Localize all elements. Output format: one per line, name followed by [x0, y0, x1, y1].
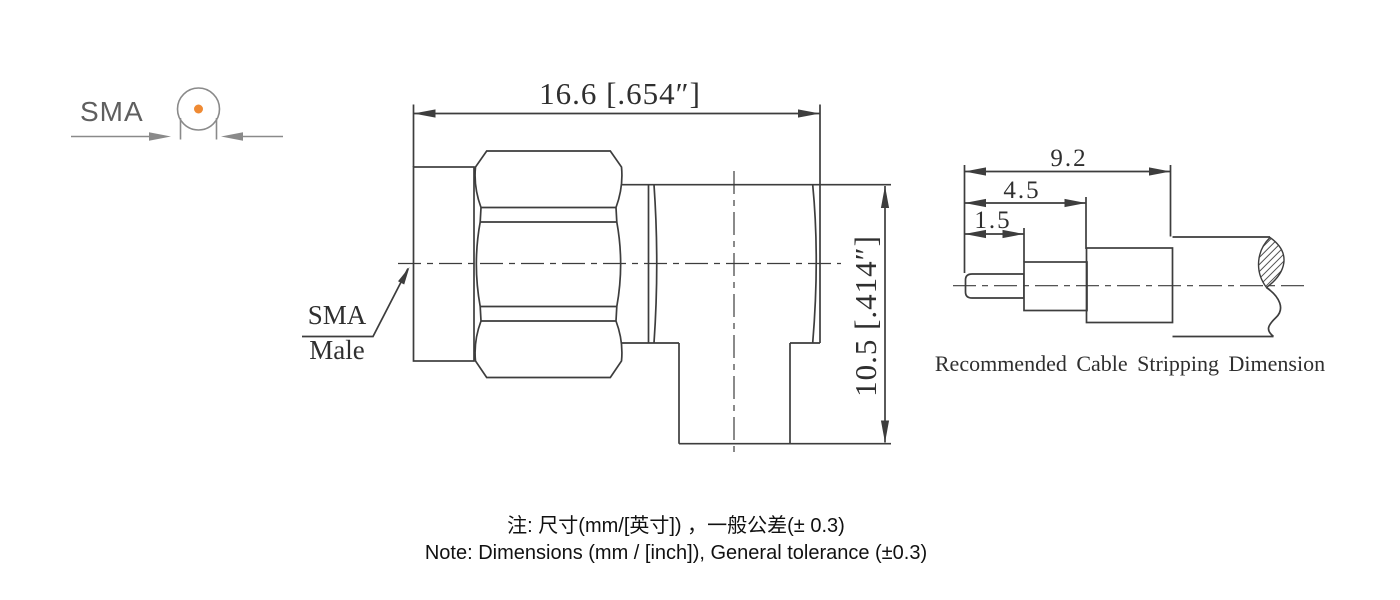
- jacket-break-curve: [1266, 286, 1282, 338]
- right-angle-leg: [678, 343, 891, 445]
- cable-jacket: [1172, 236, 1274, 338]
- note-line-en: Note: Dimensions (mm / [inch]), General …: [424, 542, 928, 564]
- dim-arrow-icon: [880, 420, 890, 443]
- cable-end-circle: [176, 87, 221, 131]
- jacket-break-hatch: [1257, 236, 1285, 289]
- dim-arrow-icon: [964, 167, 986, 176]
- part-label: SMA Male: [300, 298, 374, 368]
- dim-arrow-icon: [1002, 229, 1024, 239]
- front-view-drawing: [71, 87, 283, 141]
- front-view-label: SMA: [80, 96, 144, 127]
- right-arrow-icon: [221, 132, 243, 141]
- hex-nut: [474, 150, 623, 379]
- strip-dim-inner-label: 1.5: [974, 207, 1012, 234]
- part-label-line2: Male: [309, 335, 365, 365]
- width-dimension-label: 16.6 [.654″]: [539, 76, 701, 111]
- left-arrow-icon: [149, 132, 171, 141]
- body-right-arc: [811, 184, 818, 344]
- dim-arrow-icon: [798, 109, 820, 118]
- dim-arrow-icon: [964, 198, 986, 208]
- dim-arrow-icon: [880, 186, 890, 208]
- dim-arrow-icon: [413, 109, 436, 118]
- note-line-zh: 注: 尺寸(mm/[英寸]) ，一般公差(± 0.3): [507, 515, 845, 537]
- cable-side-lines: [179, 118, 218, 140]
- dim-arrow-icon: [964, 229, 986, 239]
- part-label-line1: SMA: [307, 300, 367, 330]
- height-dimension-label: 10.5 [.414″]: [848, 235, 883, 397]
- dim-arrow-icon: [1064, 198, 1086, 208]
- dim-arrow-icon: [1149, 167, 1171, 176]
- strip-dim-mid-label: 4.5: [1003, 177, 1041, 204]
- stripping-caption: Recommended Cable Stripping Dimension: [934, 351, 1326, 376]
- strip-dim-total-label: 9.2: [1050, 145, 1088, 172]
- part-leader-line: [302, 268, 409, 338]
- center-conductor-dot: [194, 104, 203, 114]
- leader-arrow-icon: [398, 267, 410, 285]
- hex-nut-flat-bands: [480, 206, 617, 322]
- strip-dim-total-line: [964, 165, 1172, 237]
- main-view-drawing: [302, 104, 891, 458]
- stripping-view-drawing: [953, 165, 1304, 338]
